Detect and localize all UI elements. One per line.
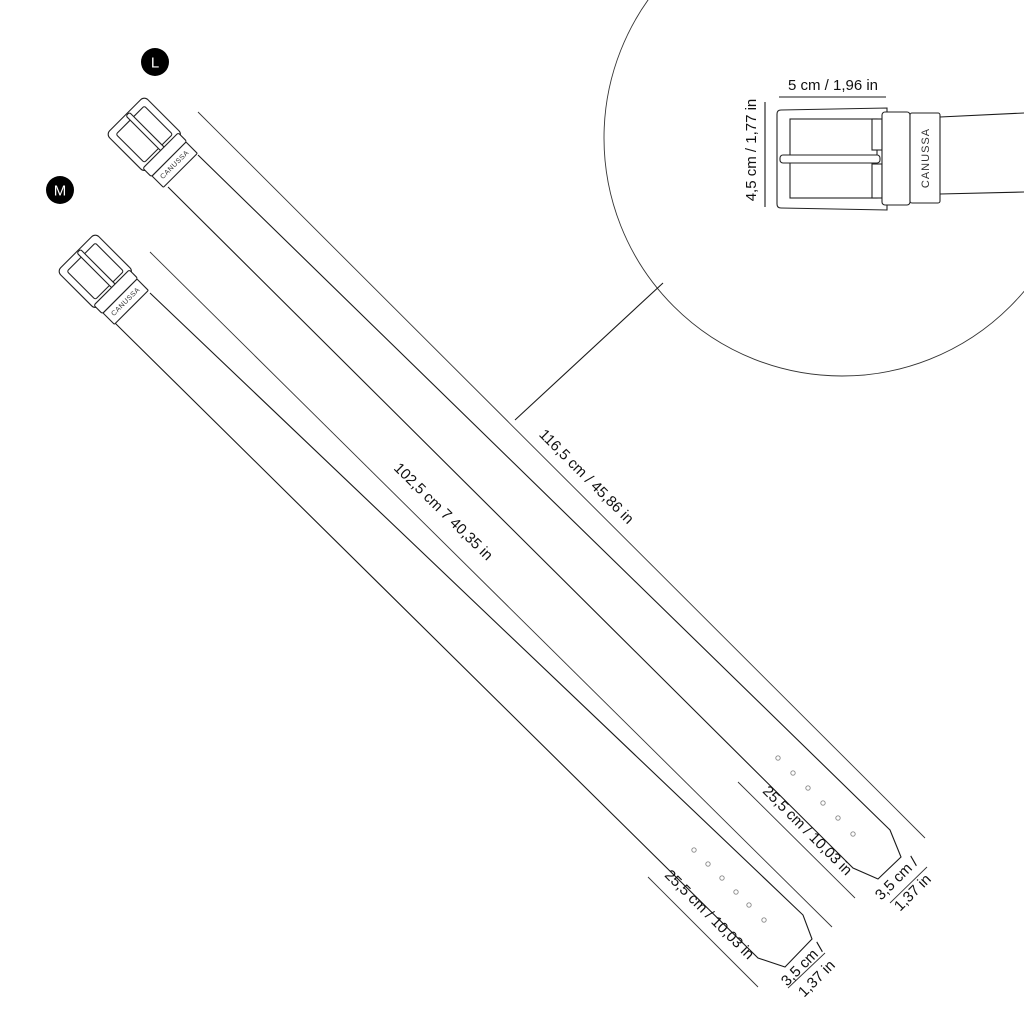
brand-loop: [151, 141, 198, 188]
detail-connector-line: [514, 282, 664, 421]
badge-label: M: [54, 183, 67, 200]
belt-L-buckle: CANUSSA: [107, 97, 198, 188]
detail-circle: [603, 0, 1024, 377]
belt-hole: [805, 785, 811, 791]
detail-brand-loop: [909, 112, 941, 204]
detail-frame-bar: [871, 118, 883, 151]
badge-label: L: [151, 55, 159, 72]
buckle-height-label: 4,5 cm / 1,77 in: [743, 99, 760, 202]
belt-L-length-label: 116,5 cm / 45,86 in: [535, 426, 636, 527]
belt-hole: [820, 800, 826, 806]
brand-loop: [102, 278, 149, 325]
belt-hole: [775, 755, 781, 761]
belt-M-width-dimension-line: [787, 952, 826, 989]
belt-L-width-dimension-line: [889, 866, 928, 904]
detail-keeper: [881, 111, 911, 206]
belt-M-length-dimension-line: [149, 251, 833, 928]
detail-buckle-prong: [779, 154, 881, 164]
belt-L-tip-length-label: 25,5 cm / 10,03 in: [759, 783, 855, 879]
badge-circle: [141, 48, 169, 76]
belt-L-holes: [775, 755, 856, 837]
belt-hole: [719, 875, 725, 881]
belt-hole: [835, 815, 841, 821]
belt-M-length-label: 102,5 cm 7 40,35 in: [390, 460, 496, 564]
badge-circle: [46, 176, 74, 204]
belt-M-buckle: CANUSSA: [58, 234, 149, 325]
detail-brand-logo: CANUSSA: [920, 128, 932, 188]
detail-frame-bar: [871, 163, 883, 199]
belt-hole: [705, 861, 711, 867]
belt-hole: [746, 902, 752, 908]
belt-hole: [850, 831, 856, 837]
belt-hole: [733, 889, 739, 895]
belt-M-tip-length-label: 25,5 cm / 10,03 in: [661, 867, 757, 963]
belt-hole: [790, 770, 796, 776]
belt-hole: [761, 917, 767, 923]
belt-L-length-dimension-line: [197, 111, 926, 839]
belt-M-holes: [691, 847, 767, 923]
belt-L-tip-dimension-line: [737, 781, 856, 899]
buckle-detail-inset: 5 cm / 1,96 in 4,5 cm / 1,77 in CANUSSA: [514, 0, 1024, 421]
belt-M-tip-dimension-line: [647, 876, 759, 988]
size-badge-M: M: [46, 176, 74, 204]
belt-L: CANUSSA 116,5 cm / 45,86 in 25,5 cm / 10…: [107, 97, 935, 915]
belt-L-strap: [167, 154, 902, 880]
size-badge-L: L: [141, 48, 169, 76]
buckle-width-label: 5 cm / 1,96 in: [788, 77, 878, 94]
belt-hole: [691, 847, 697, 853]
belt-M-strap: [114, 292, 813, 968]
detail-strap: [939, 112, 1024, 195]
belt-M: CANUSSA 102,5 cm 7 40,35 in 25,5 cm / 10…: [58, 234, 839, 1001]
